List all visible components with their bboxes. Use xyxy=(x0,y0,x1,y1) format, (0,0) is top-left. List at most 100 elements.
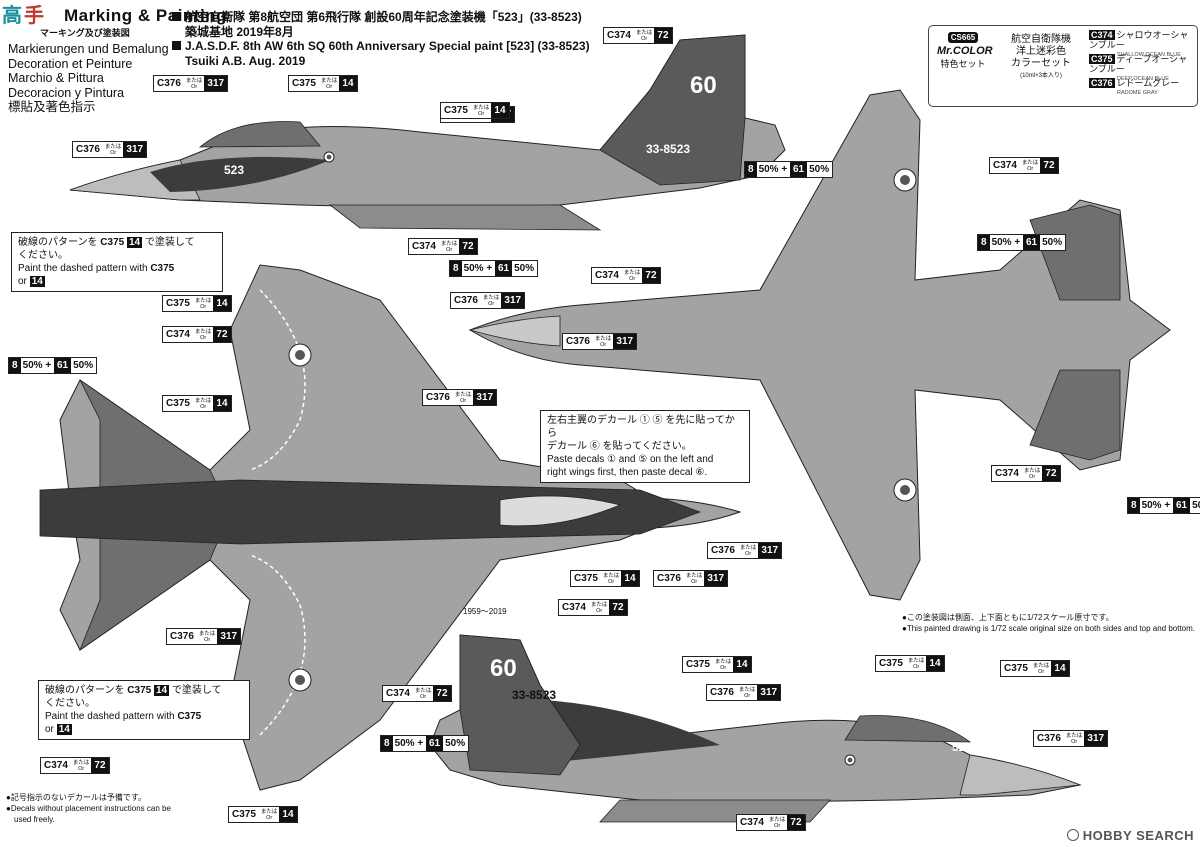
tag-alt-number: 14 xyxy=(213,296,231,311)
mix-plus: + xyxy=(781,164,788,175)
note-text: right wings first, then paste decal ⑥. xyxy=(547,467,708,478)
page-subtitle-jp: マーキング及び塗装図 xyxy=(40,28,130,38)
note-text: 左右主翼のデカール ① ⑤ を先に貼ってから xyxy=(547,415,735,439)
tag-alt-number: 317 xyxy=(217,629,241,644)
tag-color-code: C375 xyxy=(1004,663,1028,674)
note-text: ください。 xyxy=(45,698,95,709)
tag-color-code: C376 xyxy=(566,336,590,347)
tag-color-code: C374 xyxy=(562,602,586,613)
legend-title-1: 航空自衛隊機 xyxy=(1011,34,1071,45)
tag-alt-number: 72 xyxy=(91,758,109,773)
caption-jp-line1: 航空自衛隊 第8航空団 第6飛行隊 創設60周年記念塗装機「523」(33-85… xyxy=(172,10,590,25)
nose-number-bottom: 523 xyxy=(952,740,973,754)
tag-color-code: C376 xyxy=(454,295,478,306)
mix-color-a: 8 xyxy=(450,261,462,276)
mix-color-a: 8 xyxy=(978,235,990,250)
color-code: C374 xyxy=(1089,30,1115,40)
note-text: 破線のパターンを xyxy=(45,685,125,696)
note-en-line: or 14 xyxy=(18,275,216,288)
side-view-right-bottom xyxy=(429,634,1082,823)
tag-color-code: C374 xyxy=(412,241,436,252)
tag-color-code: C375 xyxy=(166,398,190,409)
legend-title: 航空自衛隊機 洋上迷彩色 カラーセット (10ml×3本入り) xyxy=(997,34,1085,82)
tag-alt-number: 14 xyxy=(926,656,944,671)
mix-plus: + xyxy=(45,360,52,371)
tag-color-code: C376 xyxy=(426,392,450,403)
note-text: 破線のパターンを xyxy=(18,237,98,248)
mix-pct-b: 50% xyxy=(1192,500,1200,511)
mix-pct-b: 50% xyxy=(1042,237,1063,248)
mix-pct-b: 50% xyxy=(514,263,535,274)
tag-color-code: C374 xyxy=(44,760,68,771)
paint-legend: CS665 Mr.COLOR 特色セット 航空自衛隊機 洋上迷彩色 カラーセット… xyxy=(928,25,1198,107)
tag-color-code: C376 xyxy=(76,144,100,155)
tag-alt-number: 317 xyxy=(758,543,782,558)
bottom-view xyxy=(468,89,1171,601)
tail-anniv-bottom: 60 xyxy=(490,655,517,682)
mix-color-b: 61 xyxy=(789,162,808,177)
tag-color-code: C375 xyxy=(879,658,903,669)
tag-alt-number: 72 xyxy=(642,268,660,283)
tag-alt-number: 72 xyxy=(609,600,627,615)
language-titles: Markierungen und Bemalung Decoration et … xyxy=(8,42,169,115)
legend-brand: CS665 Mr.COLOR 特色セット xyxy=(937,32,993,70)
mix-pct-b: 50% xyxy=(73,360,94,371)
watermark: HOBBY SEARCH xyxy=(1066,828,1194,843)
note-text: で塗装して xyxy=(171,685,222,696)
brand-name: Mr.COLOR xyxy=(937,45,993,57)
side-view-left-top xyxy=(69,34,786,231)
decal-order-note: 左右主翼のデカール ① ⑤ を先に貼ってから デカール ⑥ を貼ってください。 … xyxy=(540,410,750,483)
footnote-line: used freely. xyxy=(14,815,55,824)
top-view xyxy=(39,264,742,791)
tag-color-code: C376 xyxy=(711,545,735,556)
note-color: C375 xyxy=(150,263,175,274)
note-text: Paste decals ① and ⑤ on the left and xyxy=(547,454,714,465)
mix-color-a: 8 xyxy=(381,736,393,751)
lang-it: Marchio & Pittura xyxy=(8,71,104,86)
tag-alt-number: 72 xyxy=(1040,158,1058,173)
tag-color-code: C374 xyxy=(740,817,764,828)
mix-pct-b: 50% xyxy=(445,738,466,749)
mix-color-b: 61 xyxy=(1172,498,1191,513)
spare-decal-footnote: ●記号指示のないデカールは予備です。 ●Decals without place… xyxy=(6,792,171,825)
tag-color-code: C374 xyxy=(386,688,410,699)
set-code-badge: CS665 xyxy=(947,32,979,43)
note-en-line: Paint the dashed pattern with C375 xyxy=(18,262,216,275)
color-name: ディープオーシャンブルー xyxy=(1089,54,1188,74)
color-name: レドームグレー xyxy=(1116,78,1180,88)
note-color: C375 xyxy=(100,237,125,248)
tag-color-code: C375 xyxy=(166,298,190,309)
tag-color-code: C376 xyxy=(157,78,181,89)
mix-pct-a: 50% xyxy=(394,738,415,749)
footnote-line: ●記号指示のないデカールは予備です。 xyxy=(6,793,147,802)
